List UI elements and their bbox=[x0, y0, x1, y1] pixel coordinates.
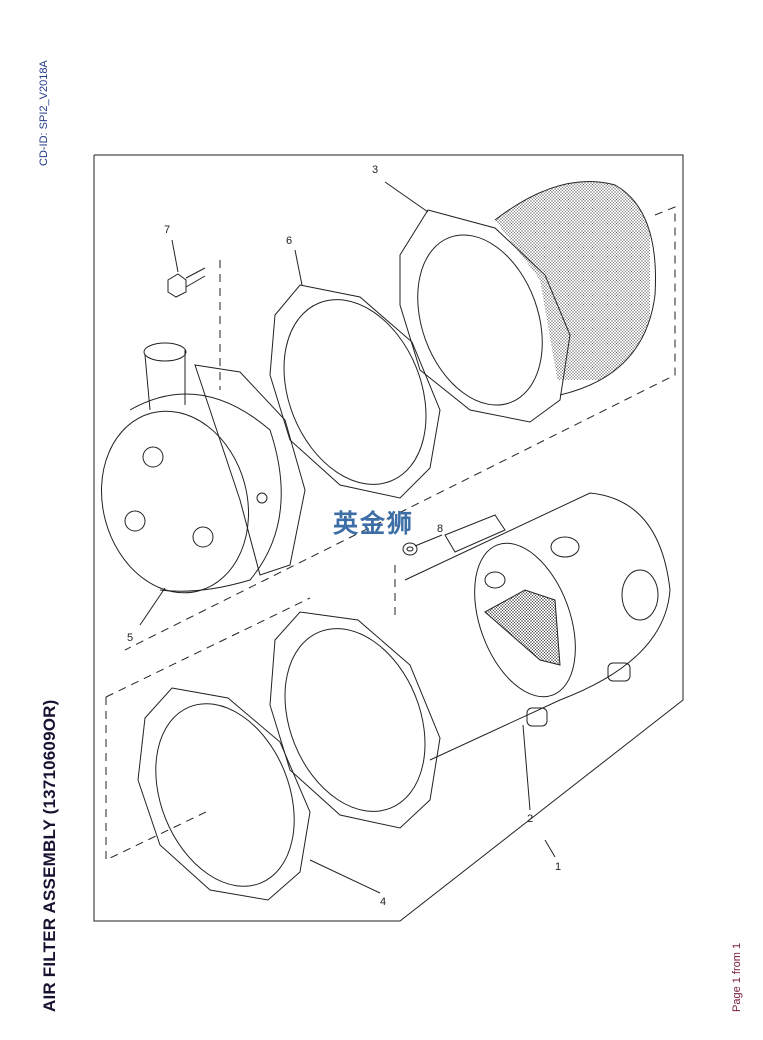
leader-lines bbox=[139, 181, 556, 894]
callout-7: 7 bbox=[164, 224, 170, 236]
callout-2: 2 bbox=[527, 813, 533, 825]
watermark: 英金狮 bbox=[333, 509, 415, 538]
callout-4: 4 bbox=[380, 896, 386, 908]
part-7-bolt bbox=[167, 267, 206, 298]
part-2-housing-body bbox=[404, 492, 671, 761]
callout-1: 1 bbox=[555, 861, 561, 873]
callout-6: 6 bbox=[286, 235, 292, 247]
part-4-gasket-outer bbox=[269, 611, 441, 829]
diagram-frame bbox=[93, 154, 684, 922]
assembly-lines bbox=[105, 206, 676, 861]
callout-8: 8 bbox=[437, 523, 443, 535]
part-8-washer bbox=[402, 542, 418, 556]
part-5-housing-cover bbox=[100, 342, 306, 594]
part-3-filter-element bbox=[399, 181, 656, 423]
part-4-gasket-inner bbox=[137, 687, 311, 901]
callout-5: 5 bbox=[127, 632, 133, 644]
callout-3: 3 bbox=[372, 164, 378, 176]
part-6-gasket bbox=[269, 284, 441, 499]
